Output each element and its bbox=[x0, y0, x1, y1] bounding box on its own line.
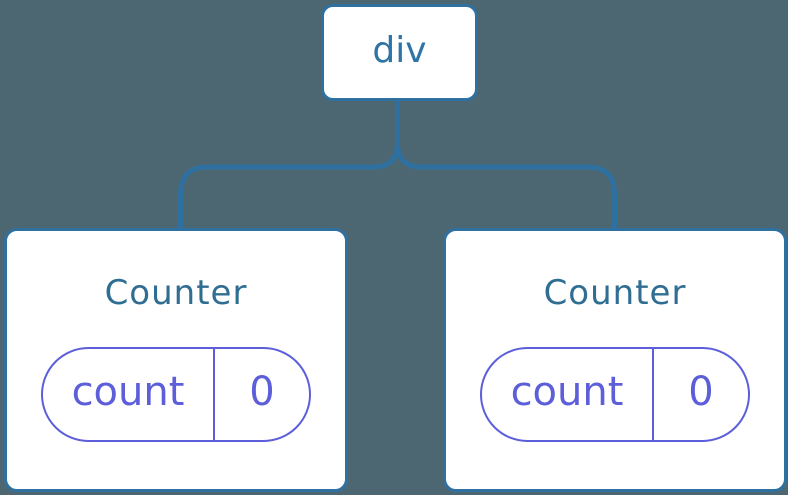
state-value-label: 0 bbox=[249, 368, 275, 415]
state-key-label: count bbox=[510, 368, 624, 415]
root-node-label: div bbox=[372, 29, 427, 71]
state-key-cell: count bbox=[43, 348, 215, 440]
counter-card-left: Counter count 0 bbox=[4, 228, 348, 492]
state-value-cell: 0 bbox=[654, 349, 748, 440]
state-key-cell: count bbox=[482, 348, 654, 440]
component-title: Counter bbox=[104, 273, 248, 313]
state-pill: count 0 bbox=[480, 346, 750, 442]
connector-branch-left bbox=[178, 99, 400, 230]
component-title: Counter bbox=[543, 273, 687, 313]
state-value-label: 0 bbox=[688, 368, 714, 415]
state-value-cell: 0 bbox=[215, 349, 309, 440]
connector-branch-right bbox=[395, 99, 617, 230]
state-pill: count 0 bbox=[41, 346, 311, 442]
counter-card-right: Counter count 0 bbox=[443, 228, 787, 492]
root-node-div: div bbox=[321, 4, 478, 101]
state-key-label: count bbox=[71, 368, 185, 415]
